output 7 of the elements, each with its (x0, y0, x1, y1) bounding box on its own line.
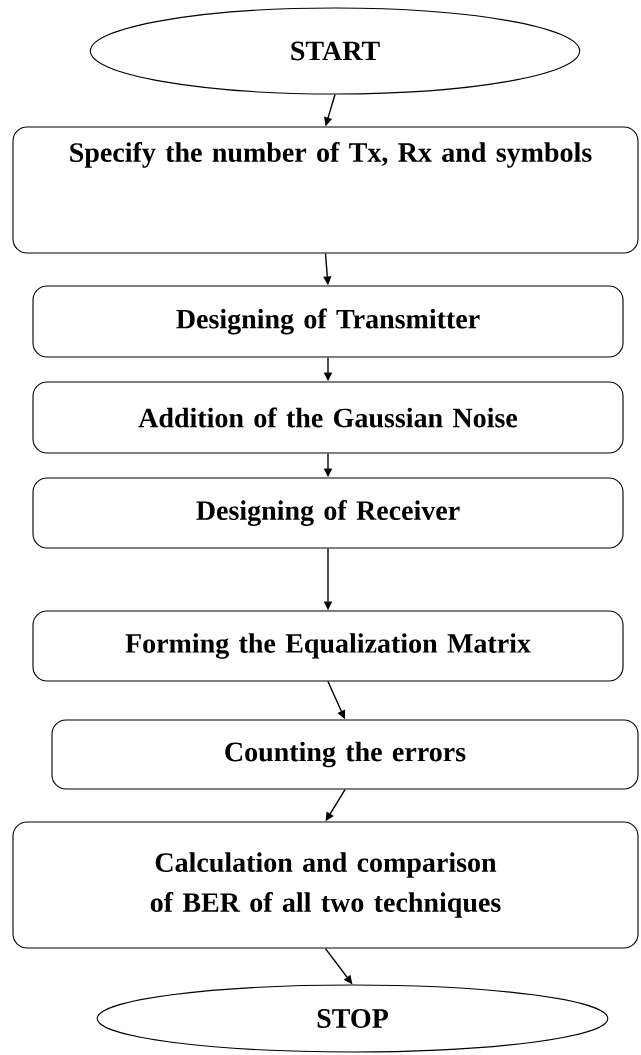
process-box: Specify the number of Tx, Rx and symbols (12, 126, 639, 254)
process-box: Calculation and comparison of BER of all two techniques (12, 821, 639, 949)
process-box: Designing of Receiver (32, 477, 624, 549)
process-box: Counting the errors (51, 719, 639, 790)
process-box: Forming the Equalization Matrix (32, 610, 624, 682)
process-box: Addition of the Gaussian Noise (32, 381, 624, 454)
process-box: Designing of Transmitter (32, 285, 624, 358)
